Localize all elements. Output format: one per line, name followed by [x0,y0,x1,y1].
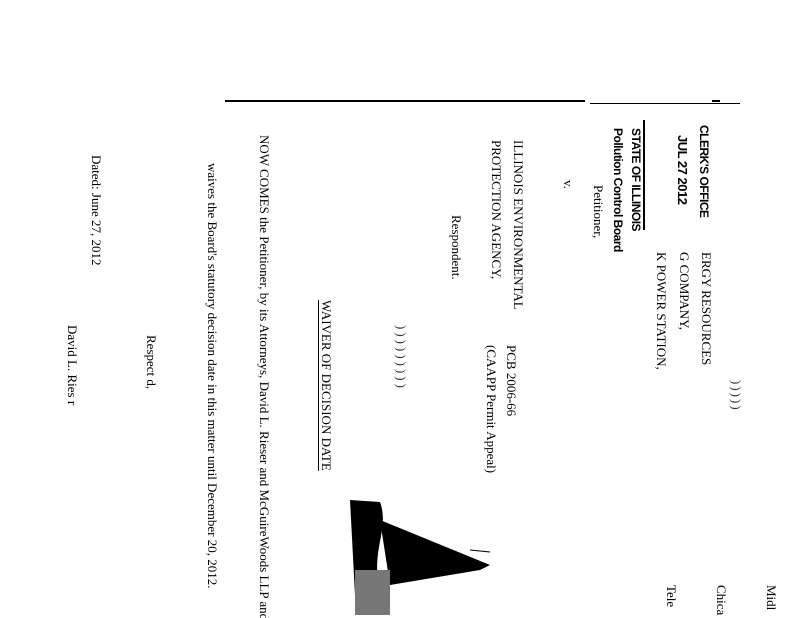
letterhead-fragment: Tele [664,585,679,608]
stamp-border [643,120,645,230]
case-type: (CAAPP Permit Appeal) [484,345,499,474]
caption-brace: ))))))))) [394,325,409,391]
stamp-office: CLERK'S OFFICE [697,125,711,218]
petitioner-role: Petitioner, [591,185,606,239]
stamp-date: JUL 27 2012 [675,135,690,205]
document-title: WAIVER OF DECISION DATE [319,300,334,471]
scan-artifact-line [712,100,720,102]
dated: Dated: June 27, 2012 [89,155,104,266]
closing: Respect d, [144,335,159,390]
caption-brace: ))))) [729,380,744,412]
signature-image [350,500,491,615]
body-line-1: NOW COMES the Petitioner, by its Attorne… [257,135,272,618]
stamp-board: Pollution Control Board [611,128,625,252]
versus: v. [561,180,576,189]
petitioner-name-2: G COMPANY, [677,252,692,331]
respondent-name-2: PROTECTION AGENCY, [489,140,504,280]
letterhead-fragment: Midl [764,585,779,611]
scan-artifact-line [225,100,585,102]
petitioner-name-3: K POWER STATION, [654,252,669,370]
petitioner-name-1: ERGY RESOURCES [699,252,714,366]
case-number: PCB 2006-66 [504,345,519,417]
body-line-2: waives the Board's statutory decision da… [205,163,220,589]
signer-name: David L. Ries r [65,325,80,406]
stamp-state: STATE OF ILLINOIS [629,128,643,232]
respondent-name-1: ILLINOIS ENVIRONMENTAL [511,140,526,310]
respondent-role: Respondent. [449,215,464,280]
scan-artifact-line [590,103,740,104]
letterhead-fragment: Chica [714,585,729,616]
